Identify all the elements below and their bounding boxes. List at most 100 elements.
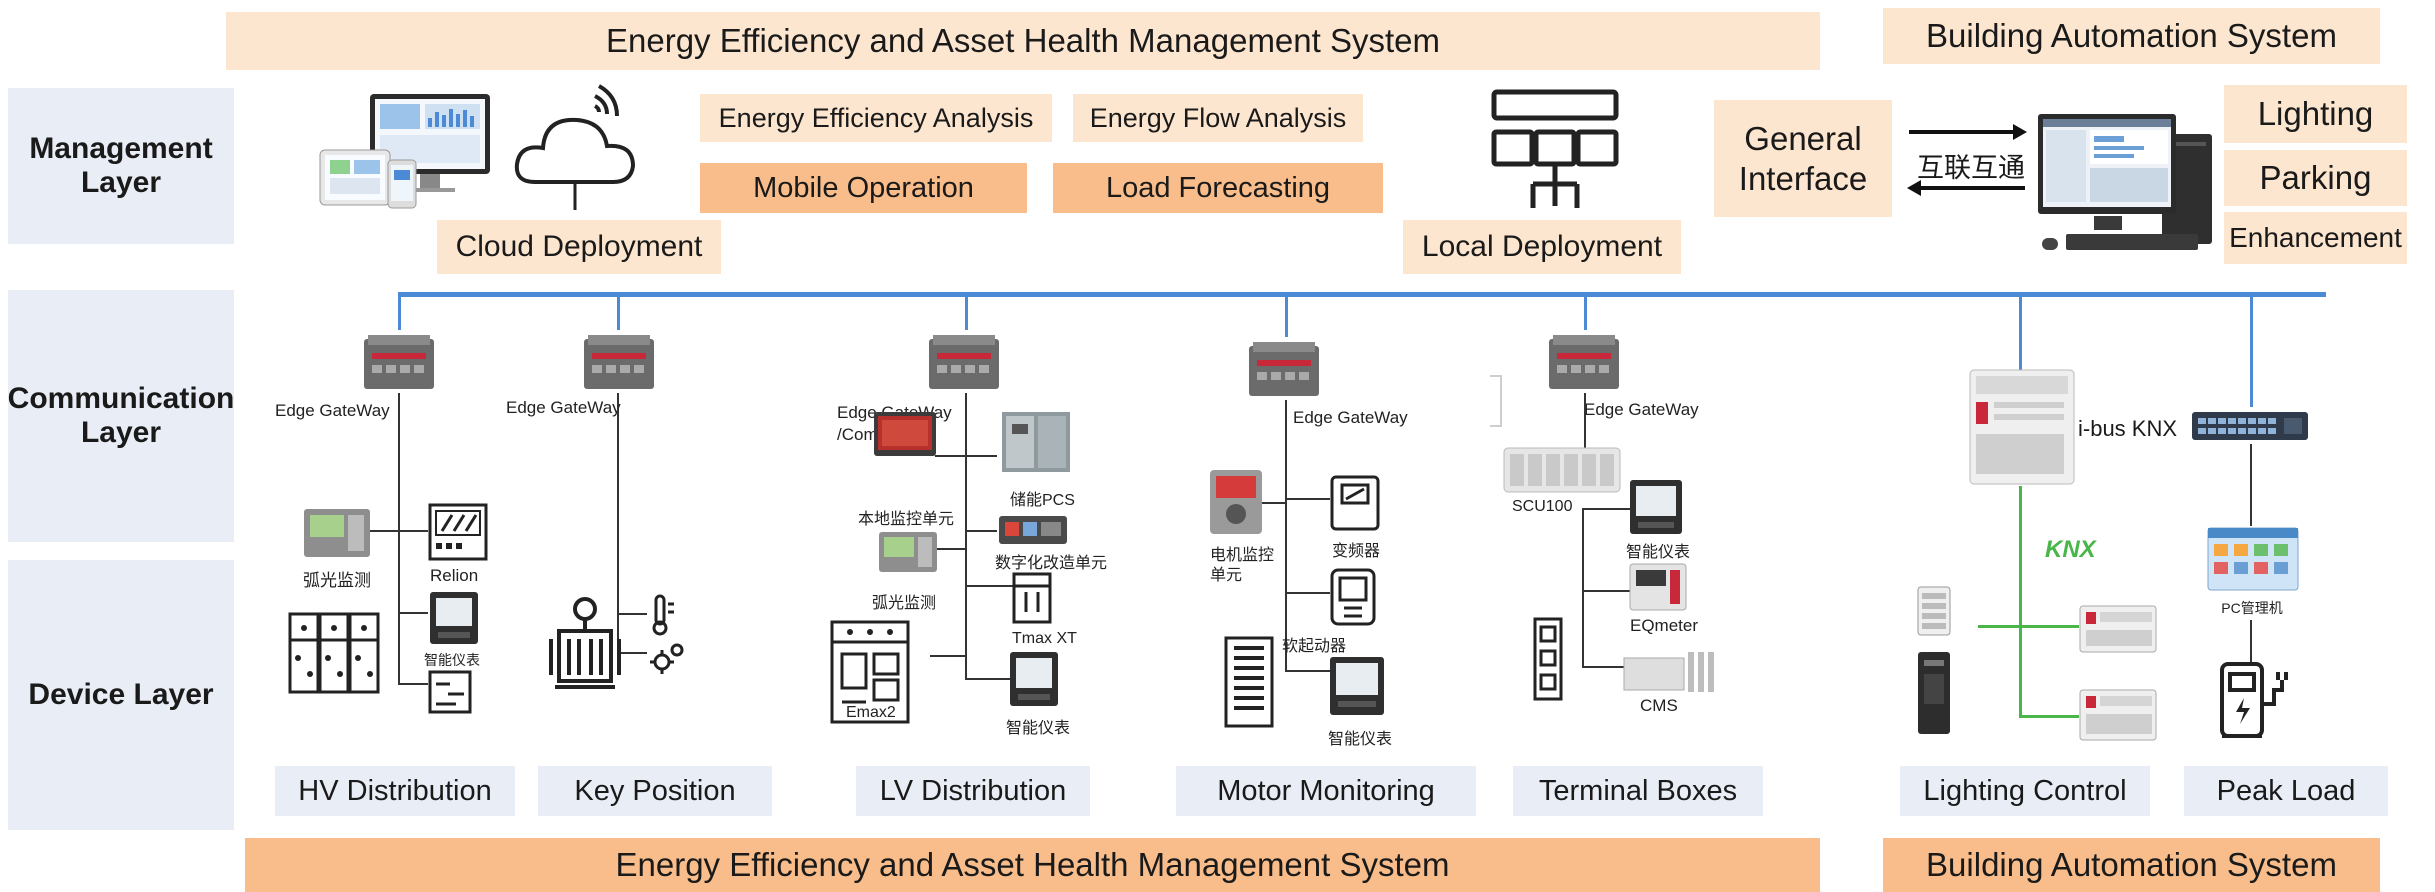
- digital-retrofit-unit-label: 数字化改造单元: [995, 555, 1108, 572]
- knx-green-branch-right: [2019, 625, 2079, 628]
- lv-branch-emax: [930, 655, 967, 657]
- vfd-icon: [1330, 475, 1380, 531]
- soft-starter-icon: [1330, 568, 1376, 626]
- enhancement-tag: Enhancement: [2224, 212, 2407, 264]
- bus-drop-hv: [398, 292, 401, 330]
- ibus-knx-device: [1968, 368, 2076, 486]
- hv-trunk-line: [398, 393, 400, 683]
- pc-manager-device: [2206, 526, 2300, 596]
- bus-drop-peak: [2250, 292, 2253, 407]
- edge-gateway-device-key: [582, 333, 656, 393]
- motor-control-center-icon: [1224, 636, 1274, 728]
- network-switch-device: [2190, 408, 2310, 444]
- ibus-knx-label: i-bus KNX: [2078, 416, 2178, 441]
- smart-meter-device-motor: [1328, 655, 1386, 717]
- bottom-banner-bas: Building Automation System: [1883, 838, 2380, 892]
- smart-meter-device-terminal: [1628, 478, 1684, 536]
- key-branch-sensor: [617, 652, 647, 654]
- parking-tag: Parking: [2224, 150, 2407, 206]
- knx-green-branch-left: [1978, 625, 2022, 628]
- terminal-branch-trunk: [1582, 508, 1584, 666]
- dashboard-devices-image: [319, 90, 510, 215]
- hv-branch-meter: [398, 612, 428, 614]
- energy-efficiency-analysis-tag: Energy Efficiency Analysis: [700, 94, 1052, 142]
- category-terminal-boxes: Terminal Boxes: [1513, 766, 1763, 816]
- terminal-trunk-line: [1584, 393, 1586, 448]
- transformer-icon: [545, 595, 625, 695]
- relion-label: Relion: [430, 566, 479, 585]
- edge-gateway-label-key: Edge GateWay: [506, 398, 621, 417]
- cloud-deployment-label: Cloud Deployment: [437, 220, 721, 274]
- pc-manager-label: PC管理机: [2221, 600, 2283, 616]
- cloud-icon: [514, 82, 636, 212]
- thermometer-icon: [648, 594, 678, 636]
- hv-module-icon: [428, 670, 472, 714]
- key-trunk-line: [617, 393, 619, 653]
- hv-branch-arc: [370, 530, 400, 532]
- terminal-branch-meter: [1582, 508, 1632, 510]
- motor-branch-soft: [1285, 592, 1330, 594]
- bottom-banner-ee-ahm: Energy Efficiency and Asset Health Manag…: [245, 838, 1820, 892]
- tmax-xt-label: Tmax XT: [1012, 630, 1077, 647]
- category-motor-monitoring: Motor Monitoring: [1176, 766, 1476, 816]
- top-banner-ee-ahm: Energy Efficiency and Asset Health Manag…: [226, 12, 1820, 70]
- knx-green-trunk: [2019, 486, 2022, 716]
- edge-gateway-label-terminal: Edge GateWay: [1584, 400, 1699, 419]
- edge-gateway-device-motor: [1247, 340, 1321, 400]
- ev-charger-icon: [2218, 660, 2294, 742]
- edge-gateway-device-terminal: [1547, 333, 1621, 393]
- peak-trunk-line-2: [2250, 620, 2252, 662]
- hv-branch-bottom: [398, 683, 428, 685]
- edge-gateway-device-lv: [927, 333, 1001, 393]
- smart-meter-device-lv: [1008, 650, 1060, 708]
- bidirectional-arrows-icon: [1905, 120, 2029, 200]
- energy-flow-analysis-tag: Energy Flow Analysis: [1073, 94, 1363, 142]
- layer-label-communication: Communication Layer: [8, 290, 234, 542]
- peak-trunk-line: [2250, 444, 2252, 526]
- arc-monitor-device-lv: [877, 528, 939, 576]
- terminal-box-icon: [1533, 617, 1563, 701]
- lv-branch-digital: [965, 530, 997, 532]
- motor-trunk-line: [1285, 400, 1287, 670]
- category-lighting-control: Lighting Control: [1900, 766, 2150, 816]
- motor-monitor-unit-device: [1208, 468, 1264, 536]
- storage-pcs-device: [1000, 410, 1072, 474]
- arc-monitor-label-hv: 弧光监测: [303, 571, 371, 590]
- bus-drop-terminal: [1584, 292, 1587, 330]
- hv-branch-relion: [398, 530, 428, 532]
- cms-label: CMS: [1640, 696, 1678, 715]
- eqmeter-device: [1628, 562, 1688, 612]
- touch-panel-icon: [1916, 650, 1952, 736]
- top-banner-bas: Building Automation System: [1883, 8, 2380, 64]
- motor-branch-meter: [1285, 670, 1330, 672]
- motor-branch-vfd: [1285, 498, 1330, 500]
- bus-drop-key: [617, 292, 620, 330]
- knx-actuator-device-1: [2078, 604, 2158, 654]
- edge-gateway-label-hv: Edge GateWay: [275, 401, 390, 420]
- layer-label-device: Device Layer: [8, 560, 234, 830]
- lighting-tag: Lighting: [2224, 85, 2407, 143]
- cms-device: [1622, 648, 1718, 696]
- motor-monitor-unit-label: 电机监控 单元: [1210, 547, 1275, 584]
- lv-branch-pcs: [965, 455, 997, 457]
- local-monitor-unit-label: 本地监控单元: [858, 511, 955, 528]
- bus-drop-lv: [965, 292, 968, 330]
- communication-bus-line: [398, 292, 2326, 297]
- emax2-label: Emax2: [846, 704, 896, 721]
- soft-starter-label: 软起动器: [1282, 638, 1347, 655]
- hv-switchgear-icon: [288, 612, 380, 694]
- bus-drop-motor: [1285, 292, 1288, 337]
- scu100-device: [1502, 446, 1622, 498]
- edge-gateway-label-motor: Edge GateWay: [1293, 408, 1408, 427]
- storage-pcs-label: 储能PCS: [1010, 492, 1075, 509]
- local-server-icon: [1488, 88, 1622, 212]
- bas-workstation-image: [2036, 112, 2216, 260]
- bracket-marker: [1490, 375, 1502, 427]
- local-deployment-label: Local Deployment: [1403, 220, 1681, 274]
- layer-label-management: Management Layer: [8, 88, 234, 244]
- sensor-gear-icon: [648, 640, 686, 678]
- lv-branch-local: [935, 455, 967, 457]
- relion-device: [428, 503, 488, 561]
- smart-meter-device-hv: [428, 590, 480, 646]
- motor-branch-unit: [1262, 502, 1287, 504]
